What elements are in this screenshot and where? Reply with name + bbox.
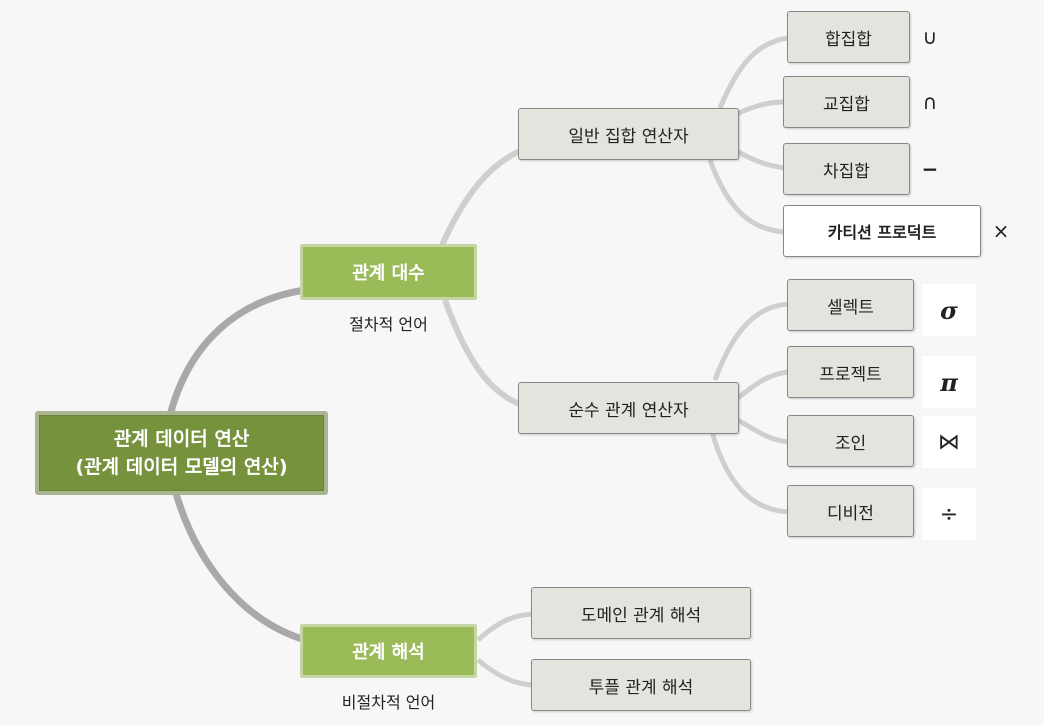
subgroup-relational-operators[interactable]: 순수 관계 연산자	[518, 382, 739, 434]
leaf-division[interactable]: 디비전	[787, 485, 914, 537]
leaf-union-label: 합집합	[825, 29, 872, 50]
root-node[interactable]: 관계 데이터 연산 (관계 데이터 모델의 연산)	[35, 411, 328, 495]
division-symbol: ÷	[922, 488, 976, 540]
connector-setops-4	[707, 159, 786, 235]
leaf-domain-calculus[interactable]: 도메인 관계 해석	[531, 587, 751, 639]
connector-algebra-relops	[442, 298, 524, 408]
connector-relops-3	[736, 417, 789, 445]
intersection-symbol: ∩	[922, 90, 938, 114]
subgroup-set-operators-label: 일반 집합 연산자	[568, 126, 689, 147]
connector-calc-2	[476, 658, 534, 688]
caption-procedural: 절차적 언어	[349, 315, 428, 334]
leaf-join[interactable]: 조인	[787, 415, 914, 467]
leaf-division-label: 디비전	[827, 503, 874, 524]
leaf-union[interactable]: 합집합	[787, 11, 910, 63]
leaf-cartesian-product[interactable]: 카티션 프로덕트	[783, 205, 981, 257]
subgroup-relational-operators-label: 순수 관계 연산자	[568, 400, 689, 421]
leaf-join-label: 조인	[834, 433, 867, 454]
leaf-select-label: 셀렉트	[827, 297, 874, 318]
leaf-cartesian-product-label: 카티션 프로덕트	[827, 223, 937, 242]
leaf-tuple-calculus-label: 투플 관계 해석	[588, 677, 694, 698]
branch-relational-calculus[interactable]: 관계 해석	[300, 624, 477, 678]
connector-setops-2	[733, 99, 786, 118]
connector-root-algebra	[166, 286, 306, 416]
select-symbol: σ	[922, 284, 976, 336]
leaf-difference[interactable]: 차집합	[783, 143, 910, 195]
leaf-difference-label: 차집합	[823, 161, 870, 182]
join-symbol: ⋈	[922, 416, 976, 468]
leaf-intersection-label: 교집합	[823, 94, 870, 115]
connector-setops-1	[717, 35, 789, 109]
root-subtitle: (관계 데이터 모델의 연산)	[75, 456, 288, 478]
caption-nonprocedural: 비절차적 언어	[341, 693, 436, 712]
connector-setops-3	[733, 147, 786, 171]
leaf-domain-calculus-label: 도메인 관계 해석	[580, 605, 702, 626]
branch-relational-algebra[interactable]: 관계 대수	[300, 244, 477, 300]
leaf-project[interactable]: 프로젝트	[787, 346, 914, 398]
root-title: 관계 데이터 연산	[113, 428, 250, 450]
connector-algebra-setops	[437, 147, 524, 252]
connector-relops-2	[736, 369, 789, 400]
leaf-tuple-calculus[interactable]: 투플 관계 해석	[531, 659, 751, 711]
leaf-project-label: 프로젝트	[819, 364, 882, 385]
connector-relops-4	[709, 431, 789, 515]
leaf-intersection[interactable]: 교집합	[783, 76, 910, 128]
leaf-select[interactable]: 셀렉트	[787, 279, 914, 331]
connector-root-calculus	[171, 489, 307, 644]
union-symbol: ∪	[922, 25, 938, 49]
connector-calc-1	[476, 611, 534, 642]
branch-relational-calculus-label: 관계 해석	[352, 642, 425, 663]
subgroup-set-operators[interactable]: 일반 집합 연산자	[518, 108, 739, 160]
cartesian-product-symbol: ×	[992, 219, 1010, 243]
connector-relops-1	[712, 301, 789, 381]
branch-relational-algebra-label: 관계 대수	[352, 263, 425, 284]
difference-symbol: −	[921, 157, 939, 181]
project-symbol: π	[922, 356, 976, 408]
